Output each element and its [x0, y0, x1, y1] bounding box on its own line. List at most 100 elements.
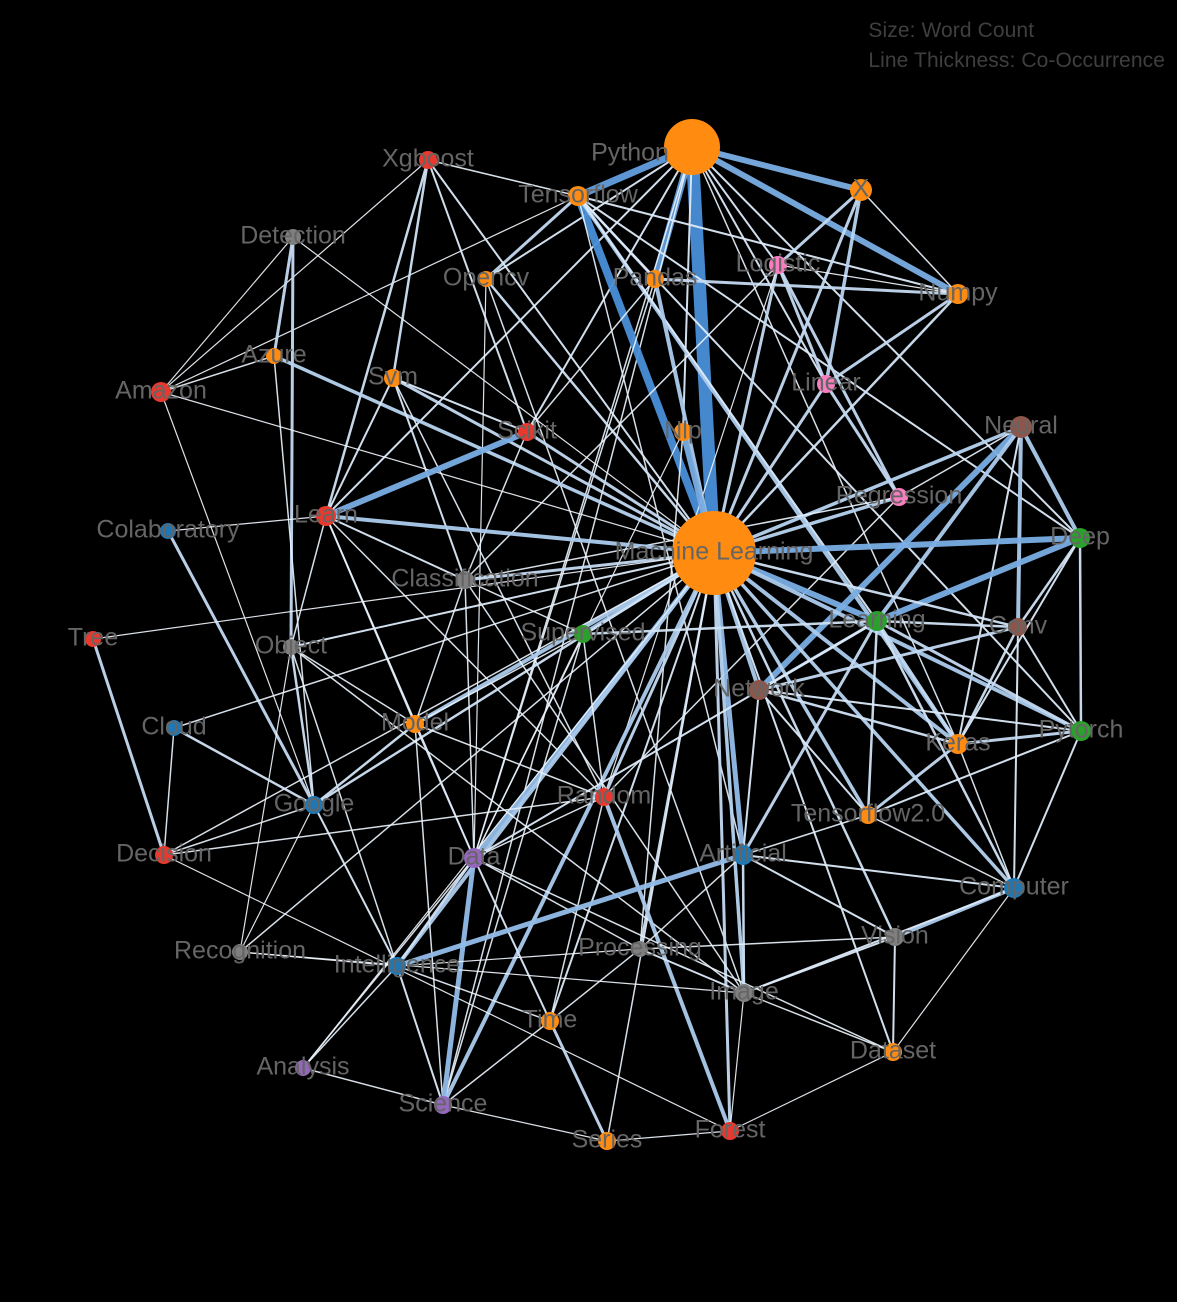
graph-node-label-dataset: Dataset: [850, 1037, 936, 1065]
graph-edge: [824, 383, 901, 498]
graph-edge: [173, 726, 315, 807]
graph-edge: [273, 354, 715, 555]
graph-node-intelligence[interactable]: [388, 957, 406, 975]
graph-node-linear[interactable]: [817, 375, 835, 393]
graph-edge: [825, 292, 959, 386]
graph-node-label-neural: Neural: [984, 412, 1058, 440]
graph-node-label-scikit: Scikit: [497, 417, 557, 445]
graph-node-colaboratory[interactable]: [160, 523, 176, 539]
graph-node-logistic[interactable]: [769, 256, 787, 274]
graph-node-science[interactable]: [434, 1096, 452, 1114]
graph-node-learn[interactable]: [316, 506, 336, 526]
graph-edge: [713, 552, 894, 1053]
graph-edge: [464, 264, 779, 581]
graph-edge: [427, 159, 528, 433]
graph-node-detection[interactable]: [285, 229, 301, 245]
graph-edge: [898, 426, 1022, 498]
graph-edge: [639, 948, 745, 994]
graph-node-regression[interactable]: [890, 488, 908, 506]
graph-node-svm[interactable]: [384, 369, 402, 387]
graph-node-xl[interactable]: [850, 179, 872, 201]
graph-node-processing[interactable]: [632, 941, 648, 957]
graph-edge: [395, 551, 716, 968]
graph-edge: [473, 857, 551, 1022]
graph-node-label-pytorch: Pytorch: [1039, 716, 1124, 744]
graph-edge: [166, 530, 316, 806]
graph-node-recognition[interactable]: [232, 944, 248, 960]
graph-node-python[interactable]: [664, 119, 720, 175]
graph-node-dataset[interactable]: [884, 1043, 902, 1061]
graph-node-label-artificial: Artificial: [699, 840, 787, 868]
node-layer: [85, 119, 1091, 1150]
graph-edge: [392, 376, 715, 555]
graph-node-deep[interactable]: [1070, 528, 1090, 548]
graph-edge: [582, 619, 878, 636]
graph-node-network[interactable]: [749, 680, 769, 700]
graph-node-learning[interactable]: [867, 611, 887, 631]
graph-node-xgboost[interactable]: [419, 151, 437, 169]
graph-edge: [239, 804, 315, 953]
graph-node-label-logistic: Logistic: [736, 250, 821, 278]
graph-edge: [892, 936, 896, 1053]
graph-edge: [427, 159, 579, 197]
graph-node-classification[interactable]: [456, 571, 474, 589]
graph-node-label-supervised: Supervised: [520, 619, 645, 647]
graph-node-object[interactable]: [283, 639, 299, 655]
graph-node-nlp[interactable]: [674, 423, 692, 441]
graph-edge: [639, 431, 684, 950]
graph-node-conv[interactable]: [1009, 618, 1027, 636]
graph-node-decision[interactable]: [155, 846, 173, 864]
graph-node-azure[interactable]: [266, 348, 282, 364]
graph-edge: [742, 854, 896, 938]
graph-edge: [473, 857, 641, 950]
graph-node-series[interactable]: [598, 1132, 616, 1150]
graph-edge: [776, 264, 828, 385]
graph-edge: [391, 159, 430, 379]
graph-edge: [414, 723, 475, 859]
graph-node-analysis[interactable]: [295, 1060, 311, 1076]
graph-node-opencv[interactable]: [478, 271, 494, 287]
graph-node-scikit[interactable]: [518, 423, 536, 441]
graph-edge: [91, 638, 166, 856]
graph-node-tree[interactable]: [85, 631, 101, 647]
graph-node-model[interactable]: [406, 715, 424, 733]
graph-edge: [160, 391, 315, 806]
graph-node-label-classification: Classification: [391, 565, 538, 593]
graph-edge: [289, 646, 316, 806]
graph-node-image[interactable]: [735, 984, 753, 1002]
graph-edge: [414, 723, 444, 1106]
graph-edge: [691, 144, 862, 193]
graph-edge: [1013, 730, 1082, 889]
graph-node-machinelearning[interactable]: [672, 511, 756, 595]
graph-node-pytorch[interactable]: [1071, 721, 1091, 741]
graph-edge: [729, 1051, 894, 1132]
graph-edge: [875, 620, 960, 745]
graph-node-data[interactable]: [464, 848, 484, 868]
graph-node-neural[interactable]: [1010, 416, 1032, 438]
graph-edge: [324, 429, 529, 519]
graph-node-tensorflow[interactable]: [568, 186, 588, 206]
graph-node-computer[interactable]: [1004, 878, 1024, 898]
graph-node-vision[interactable]: [886, 928, 904, 946]
graph-node-numpy[interactable]: [948, 284, 968, 304]
graph-node-supervised[interactable]: [574, 625, 592, 643]
graph-node-pandas[interactable]: [646, 270, 664, 288]
graph-edge: [548, 1020, 609, 1142]
graph-edge: [957, 426, 1022, 745]
legend-thickness-line: Line Thickness: Co-Occurrence: [868, 49, 1165, 72]
graph-node-amazon[interactable]: [151, 382, 171, 402]
graph-node-cloud[interactable]: [166, 720, 182, 736]
graph-node-label-regression: Regression: [836, 482, 962, 510]
graph-edge: [860, 189, 959, 295]
graph-edge: [867, 742, 959, 817]
graph-node-random[interactable]: [595, 788, 613, 806]
graph-node-artificial[interactable]: [733, 845, 753, 865]
graph-node-google[interactable]: [305, 796, 323, 814]
graph-node-tensorflow20[interactable]: [859, 806, 877, 824]
graph-edge: [160, 159, 429, 393]
graph-node-keras[interactable]: [948, 734, 968, 754]
graph-edge: [473, 796, 605, 859]
graph-node-label-decision: Decision: [116, 840, 212, 868]
graph-node-time[interactable]: [541, 1012, 559, 1030]
graph-node-forest[interactable]: [721, 1122, 739, 1140]
